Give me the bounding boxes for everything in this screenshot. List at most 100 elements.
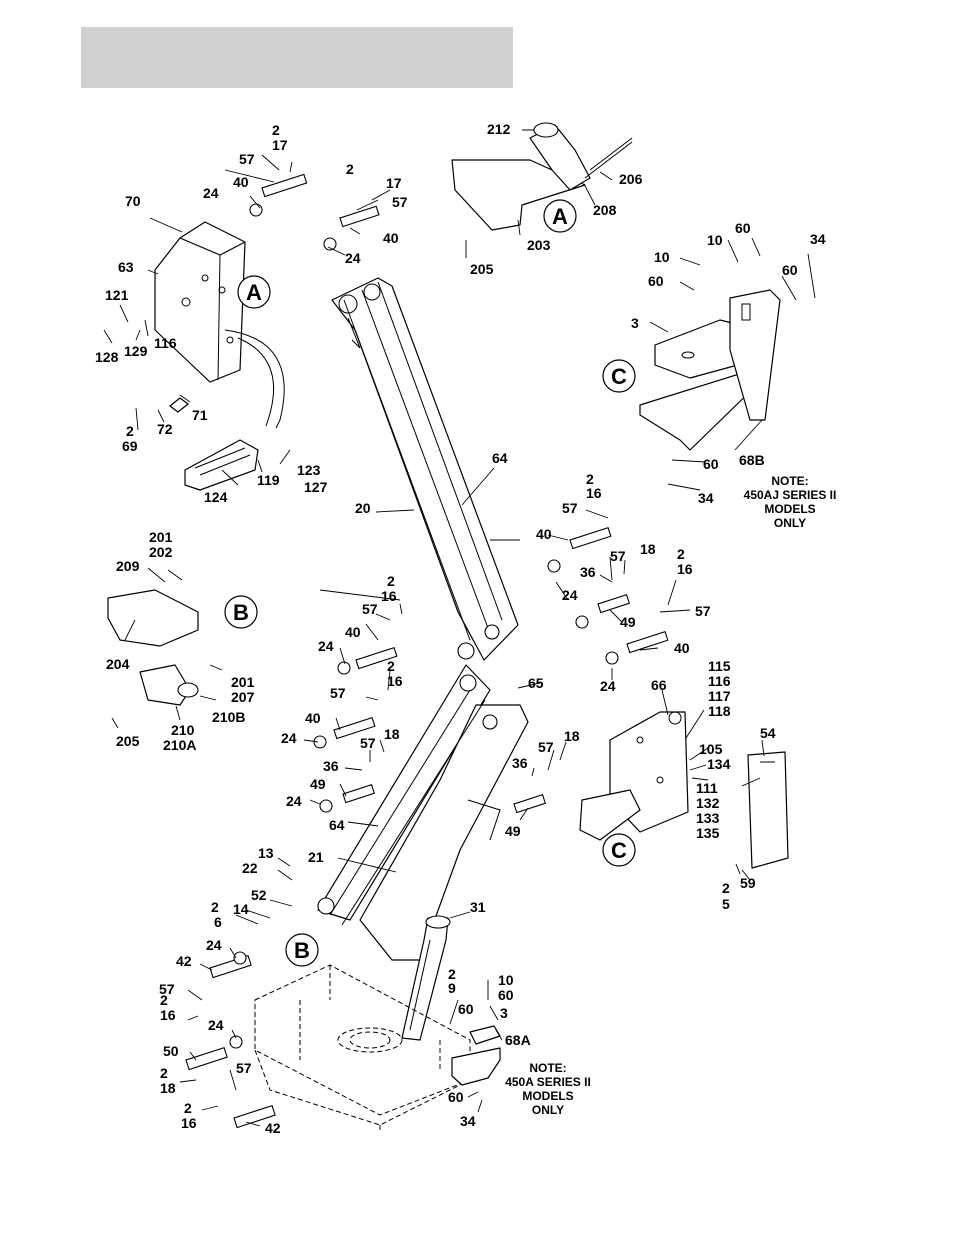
part-number-label: 2 <box>722 880 730 896</box>
part-number-label: 60 <box>703 456 719 472</box>
part-number-label: 10 <box>654 249 670 265</box>
part-number-label: 10 <box>498 972 514 988</box>
part-number-label: 57 <box>362 601 378 617</box>
part-number-label: 24 <box>562 587 578 603</box>
part-number-label: 204 <box>106 656 130 672</box>
part-number-label: 40 <box>305 710 321 726</box>
part-number-label: 13 <box>258 845 274 861</box>
part-number-label: 129 <box>124 343 148 359</box>
part-number-label: 121 <box>105 287 129 303</box>
part-number-label: 72 <box>157 421 173 437</box>
part-number-label: 127 <box>304 479 328 495</box>
part-number-label: 60 <box>648 273 664 289</box>
part-number-label: 60 <box>735 220 751 236</box>
part-number-label: 21 <box>308 849 324 865</box>
part-number-label: 40 <box>233 174 249 190</box>
note-450aj-line2: 450AJ SERIES II <box>744 488 837 502</box>
part-number-label: 210B <box>212 709 245 725</box>
part-number-label: 132 <box>696 795 720 811</box>
note-450aj-line4: ONLY <box>774 516 806 530</box>
part-number-label: 57 <box>236 1060 252 1076</box>
note-450a-line2: 450A SERIES II <box>505 1075 591 1089</box>
part-number-label: 42 <box>176 953 192 969</box>
part-number-label: 40 <box>536 526 552 542</box>
part-number-label: 17 <box>272 137 288 153</box>
part-number-label: 24 <box>345 250 361 266</box>
part-number-label: 2 <box>346 161 354 177</box>
part-number-label: 49 <box>505 823 521 839</box>
part-number-label: 212 <box>487 121 511 137</box>
part-number-label: 3 <box>500 1005 508 1021</box>
note-450a-line3: MODELS <box>522 1089 573 1103</box>
part-number-label: 115 <box>708 658 731 674</box>
part-number-label: 105 <box>699 741 723 757</box>
part-number-label: 40 <box>674 640 690 656</box>
part-number-label: 70 <box>125 193 141 209</box>
platform-support-a <box>154 221 285 491</box>
note-450aj-line1: NOTE: <box>771 474 808 488</box>
part-number-label: 54 <box>760 725 776 741</box>
part-number-label: 40 <box>345 624 361 640</box>
part-number-label: 57 <box>562 500 578 516</box>
part-number-label: 123 <box>297 462 321 478</box>
bracket-68a <box>451 1025 501 1086</box>
note-450a-line4: ONLY <box>532 1103 564 1117</box>
lower-boom <box>317 664 529 961</box>
callout-circles <box>224 199 636 967</box>
part-number-label: 40 <box>383 230 399 246</box>
part-number-label: 24 <box>281 730 297 746</box>
part-number-label: 209 <box>116 558 140 574</box>
part-number-label: 210A <box>163 737 196 753</box>
callout-c2: C <box>611 838 627 863</box>
part-number-label: 206 <box>619 171 643 187</box>
upper-boom <box>331 277 519 661</box>
part-number-label: 31 <box>470 899 486 915</box>
part-number-label: 60 <box>782 262 798 278</box>
part-number-label: 201 <box>149 529 173 545</box>
part-number-label: 18 <box>640 541 656 557</box>
part-number-label: 64 <box>492 450 508 466</box>
part-number-label: 68B <box>739 452 765 468</box>
bracket-c-68b <box>639 289 781 451</box>
bracket-c-plate <box>579 711 789 869</box>
part-number-label: 18 <box>384 726 400 742</box>
part-number-label: 36 <box>512 755 528 771</box>
part-number-label: 207 <box>231 689 255 705</box>
part-number-label: 14 <box>233 901 249 917</box>
part-number-label: 3 <box>631 315 639 331</box>
bracket-a-right <box>451 122 633 231</box>
part-number-label: 59 <box>740 875 756 891</box>
part-number-label: 16 <box>677 561 693 577</box>
part-number-label: 2 <box>586 471 594 487</box>
part-number-label: 16 <box>181 1115 197 1131</box>
part-number-label: 2 <box>387 573 395 589</box>
note-450aj-line3: MODELS <box>764 502 815 516</box>
part-number-label: 16 <box>160 1007 176 1023</box>
part-number-label: 2 <box>160 1065 168 1081</box>
part-number-label: 2 <box>211 899 219 915</box>
part-number-label: 124 <box>204 489 228 505</box>
part-number-label: 20 <box>355 500 371 516</box>
part-number-label: 16 <box>387 673 403 689</box>
part-number-label: 2 <box>387 658 395 674</box>
part-number-label: 50 <box>163 1043 179 1059</box>
header-bar <box>81 27 513 88</box>
part-number-label: 69 <box>122 438 138 454</box>
part-number-label: 116 <box>154 335 177 351</box>
part-number-label: 133 <box>696 810 720 826</box>
part-number-label: 17 <box>386 175 402 191</box>
part-number-label: 60 <box>458 1001 474 1017</box>
part-number-label: 68A <box>505 1032 531 1048</box>
part-number-label: 16 <box>381 588 397 604</box>
part-number-label: 2 <box>126 423 134 439</box>
part-number-label: 24 <box>318 638 334 654</box>
part-number-label: 66 <box>651 677 667 693</box>
part-number-label: 36 <box>580 564 596 580</box>
part-number-label: 24 <box>203 185 219 201</box>
turntable <box>254 964 471 1130</box>
part-number-label: 64 <box>329 817 345 833</box>
part-number-label: 202 <box>149 544 173 560</box>
part-number-label: 24 <box>208 1017 224 1033</box>
